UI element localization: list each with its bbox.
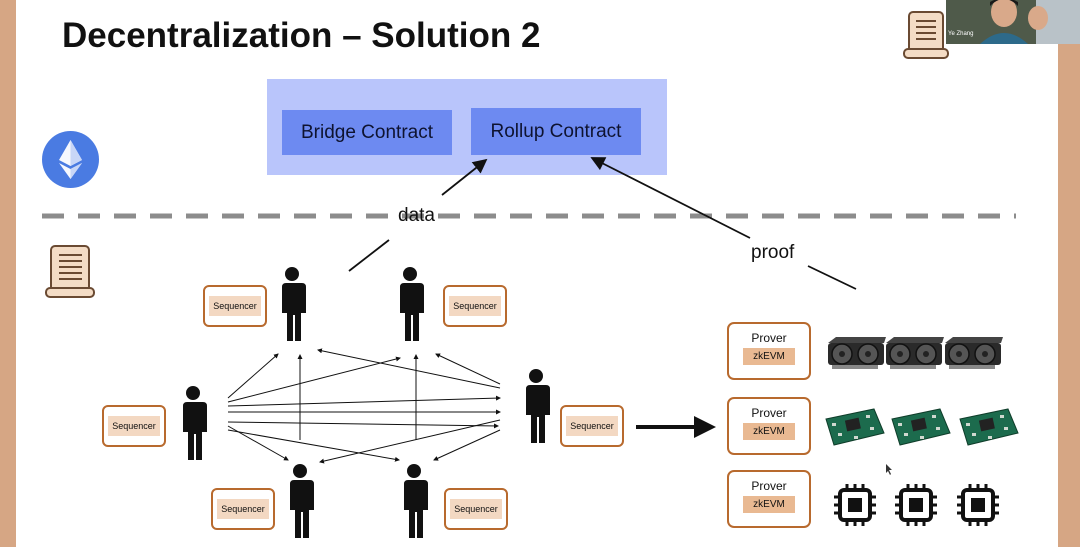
data-arrow <box>441 158 488 196</box>
chip-icon <box>893 482 939 528</box>
fpga-board-icon <box>891 408 951 446</box>
proof-arrow-tail <box>807 265 857 290</box>
sequencer-box: Sequencer <box>444 488 508 530</box>
scroll-logo-icon <box>45 245 95 298</box>
gpu-icon <box>944 336 1004 370</box>
sequencer-box: Sequencer <box>443 285 507 327</box>
sequencer-box: Sequencer <box>203 285 267 327</box>
webcam-name-label: Ye Zhang <box>948 31 974 37</box>
slide: Decentralization – Solution 2 Bridge Con… <box>16 0 1058 547</box>
diagram-canvas <box>42 157 1019 538</box>
fpga-board-icon <box>959 408 1019 446</box>
sequencer-person-3 <box>183 386 207 460</box>
sequencer-box: Sequencer <box>211 488 275 530</box>
data-arrow-tail <box>348 239 390 272</box>
sequencer-person-5 <box>290 464 314 538</box>
fpga-board-icon <box>825 408 885 446</box>
sequencer-box: Sequencer <box>102 405 166 447</box>
prover-box: Prover zkEVM <box>727 322 811 380</box>
prover-box: Prover zkEVM <box>727 397 811 455</box>
gpu-icon <box>827 336 887 370</box>
gpu-icon-row <box>827 336 1004 370</box>
sequencer-person-1 <box>282 267 306 341</box>
slide-title: Decentralization – Solution 2 <box>62 16 541 55</box>
bridge-contract-box: Bridge Contract <box>282 110 452 155</box>
chip-icon <box>955 482 1001 528</box>
fpga-board-icon-row <box>825 408 1019 446</box>
proof-label: proof <box>751 242 795 263</box>
webcam-person-icon <box>946 0 1080 44</box>
sequencer-person-6 <box>404 464 428 538</box>
sequencer-person-4 <box>526 369 550 443</box>
sequencer-box: Sequencer <box>560 405 624 447</box>
webcam-video: Ye Zhang <box>946 0 1080 44</box>
scroll-logo-corner-icon <box>903 11 949 59</box>
scroll-logo-icons <box>45 11 949 298</box>
sequencer-mesh <box>227 348 501 464</box>
gpu-icon <box>885 336 945 370</box>
rollup-contract-box: Rollup Contract <box>471 108 641 155</box>
data-label: data <box>398 205 435 226</box>
ethereum-icon <box>42 131 99 188</box>
proof-arrow <box>590 157 751 239</box>
chip-icon-row <box>832 482 1001 528</box>
sequencer-person-2 <box>400 267 424 341</box>
chip-icon <box>832 482 878 528</box>
mouse-cursor-icon <box>886 464 892 475</box>
prover-box: Prover zkEVM <box>727 470 811 528</box>
